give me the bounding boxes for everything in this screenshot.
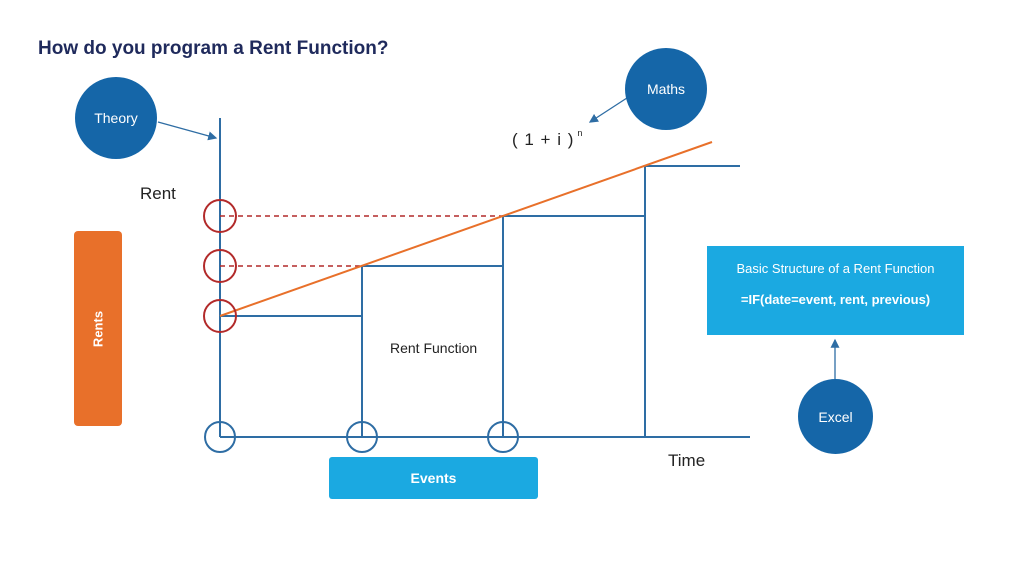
events-box: Events bbox=[329, 457, 538, 499]
excel-box-formula: =IF(date=event, rent, previous) bbox=[740, 292, 931, 307]
theory-label: Theory bbox=[94, 110, 138, 126]
growth-formula: ( 1 + i )n bbox=[512, 128, 583, 150]
growth-line bbox=[219, 141, 713, 317]
event-marker-3 bbox=[487, 421, 519, 453]
excel-bubble: Excel bbox=[798, 379, 873, 454]
formula-base: ( 1 + i ) bbox=[512, 130, 575, 149]
maths-label: Maths bbox=[646, 81, 686, 97]
rent-marker-1 bbox=[203, 199, 237, 233]
rent-function-label: Rent Function bbox=[390, 340, 478, 356]
rent-marker-3 bbox=[203, 299, 237, 333]
formula-exponent: n bbox=[577, 128, 584, 138]
y-axis-label: Rent bbox=[140, 184, 176, 203]
excel-label: Excel bbox=[818, 408, 853, 425]
rents-label: Rents bbox=[90, 310, 106, 347]
theory-bubble: Theory bbox=[75, 77, 157, 159]
maths-arrow bbox=[588, 95, 631, 123]
event-marker-2 bbox=[346, 421, 378, 453]
maths-bubble: Maths bbox=[625, 48, 707, 130]
x-axis-label: Time bbox=[668, 451, 706, 470]
excel-box-title: Basic Structure of a Rent Function bbox=[736, 261, 935, 276]
theory-arrow bbox=[157, 121, 218, 141]
rent-marker-2 bbox=[203, 249, 237, 283]
event-marker-1 bbox=[204, 421, 236, 453]
rents-box: Rents bbox=[74, 231, 122, 426]
page-title: How do you program a Rent Function? bbox=[38, 38, 389, 59]
excel-structure-box: Basic Structure of a Rent Function =IF(d… bbox=[707, 246, 964, 335]
events-label: Events bbox=[410, 470, 457, 486]
rent-step-line bbox=[220, 165, 740, 317]
